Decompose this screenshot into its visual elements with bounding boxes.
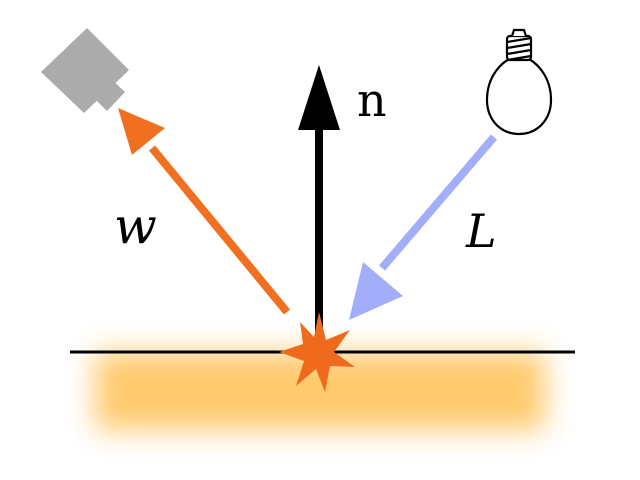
light-label: L [465,204,497,258]
impact-star-icon [279,312,355,392]
view-direction-arrow [118,108,291,315]
view-label: w [114,197,157,255]
light-bulb-icon [485,28,553,136]
normal-label: n [357,73,387,127]
camera-icon [41,28,129,113]
normal-arrow [298,65,340,338]
light-direction-arrow [349,134,498,320]
